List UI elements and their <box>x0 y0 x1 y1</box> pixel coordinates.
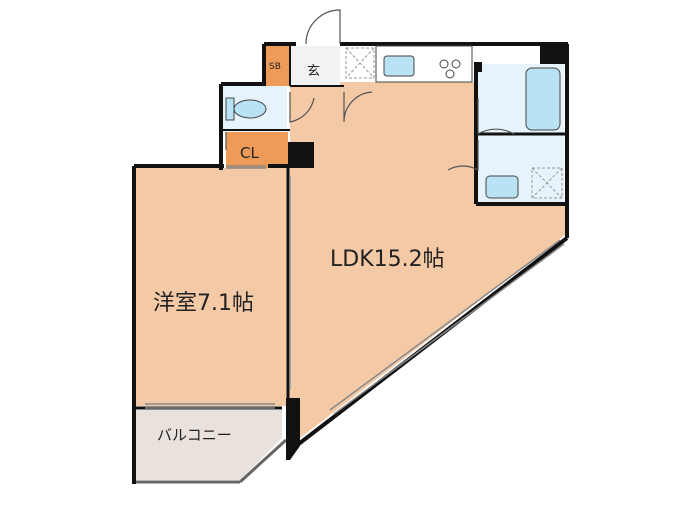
entrance-floor <box>290 46 340 86</box>
fridge-cross <box>345 47 375 79</box>
column-bottom <box>286 398 300 460</box>
balcony-label: バルコニー <box>157 426 232 444</box>
column-closet <box>288 142 314 168</box>
western-room-label: 洋室7.1帖 <box>153 291 254 316</box>
entrance-label: 玄 <box>307 64 321 79</box>
stove-burner <box>439 59 449 69</box>
shoe-box-label: SB <box>269 62 281 72</box>
windows <box>145 165 565 415</box>
hall-floor <box>290 86 344 142</box>
shoe-box-fill <box>266 46 290 86</box>
fridge-space <box>345 47 375 79</box>
doors <box>225 9 515 172</box>
washbasin <box>485 175 519 199</box>
balcony-floor <box>136 410 282 480</box>
closet-fill <box>226 132 288 168</box>
column-bath-left <box>474 62 482 72</box>
western-room-floor <box>136 168 287 406</box>
toilet-bowl <box>233 99 267 119</box>
stove-burner <box>445 69 455 79</box>
washer-cross <box>531 167 563 199</box>
ldk-label: LDK15.2帖 <box>330 247 445 272</box>
stove-burner <box>451 59 461 69</box>
ldk-floor <box>287 82 565 438</box>
bathtub <box>525 67 561 131</box>
toilet-tank <box>225 97 235 121</box>
kitchen-sink <box>383 55 415 77</box>
washer-space <box>531 167 563 199</box>
column-top-right <box>540 42 568 64</box>
closet-label: CL <box>240 144 259 162</box>
